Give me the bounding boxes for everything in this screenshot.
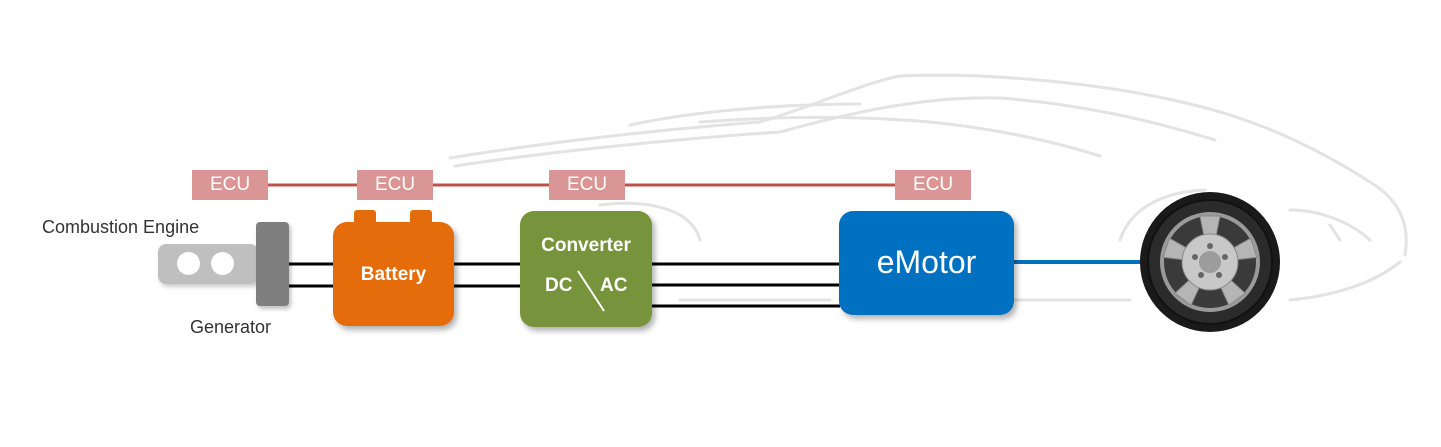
battery-label: Battery (360, 264, 427, 285)
ecu-box-engine: ECU (192, 170, 268, 200)
converter-ac-label: AC (600, 275, 628, 296)
engine-piston-icon (211, 252, 234, 275)
converter-divider-slash (577, 270, 605, 312)
emotor-label: eMotor (876, 244, 977, 280)
ecu-box-converter: ECU (549, 170, 625, 200)
emotor-block: eMotor (839, 211, 1014, 315)
battery-block: Battery (333, 222, 454, 326)
converter-block: Converter DC AC (520, 211, 652, 327)
converter-dc-label: DC (545, 275, 573, 296)
generator-block (256, 222, 289, 306)
engine-piston-icon (177, 252, 200, 275)
ecu-box-battery: ECU (357, 170, 433, 200)
combustion-engine-label: Combustion Engine (42, 217, 200, 237)
converter-label: Converter (541, 235, 631, 256)
combustion-engine-icon (158, 244, 258, 284)
ecu-box-emotor: ECU (895, 170, 971, 200)
generator-label: Generator (190, 317, 272, 337)
wheel-icon (1140, 192, 1280, 332)
car-sketch-outline (448, 73, 1408, 302)
